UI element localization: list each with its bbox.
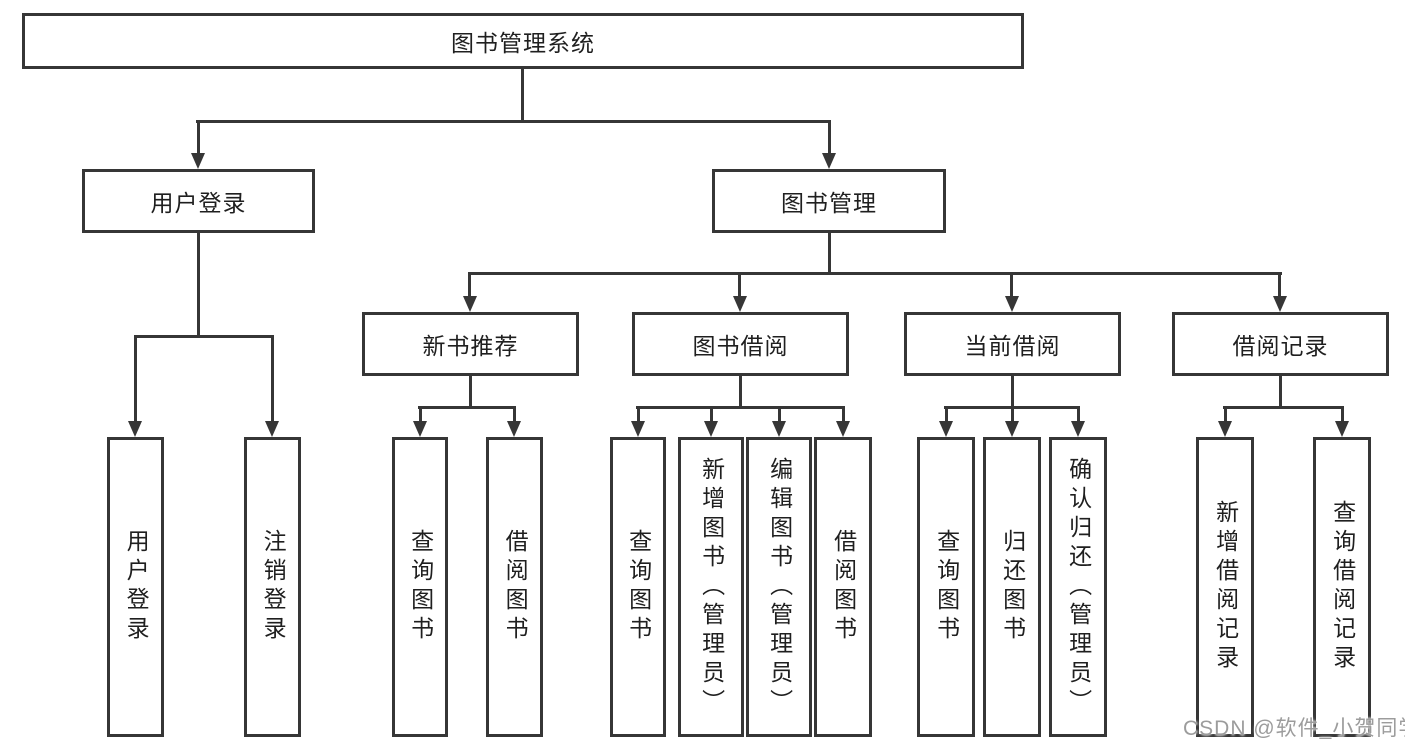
connector-root-drop xyxy=(521,69,524,123)
node-logout-leaf-label: 注销登录 xyxy=(260,529,287,645)
node-root-label: 图书管理系统 xyxy=(451,30,595,56)
connector-book-mgmt-drop xyxy=(828,233,831,272)
node-nbr-borrow-books-label: 借阅图书 xyxy=(502,529,529,645)
node-bb-edit-books-label: 编辑图书（管理员） xyxy=(766,456,793,718)
node-br-add-record-label: 新增借阅记录 xyxy=(1212,500,1239,674)
arrow-down-icon xyxy=(836,421,850,437)
arrow-down-icon xyxy=(463,296,477,312)
arrow-down-icon xyxy=(733,296,747,312)
connector-g3-stem xyxy=(1011,406,1014,422)
arrow-down-icon xyxy=(1335,421,1349,437)
arrow-down-icon xyxy=(772,421,786,437)
node-bb-query-books: 查询图书 xyxy=(610,437,666,737)
connector-g3-drop xyxy=(1011,376,1014,406)
connector-book-mgmt-stem xyxy=(828,120,831,155)
connector-g2-bus xyxy=(636,406,845,409)
arrow-down-icon xyxy=(265,421,279,437)
node-user-login-group-label: 用户登录 xyxy=(150,190,247,216)
node-cb-query-books: 查询图书 xyxy=(917,437,975,737)
node-cb-confirm-return-label: 确认归还（管理员） xyxy=(1065,456,1092,718)
connector-g1-stem xyxy=(419,406,422,422)
node-cb-return-books: 归还图书 xyxy=(983,437,1041,737)
connector-g1-stem xyxy=(513,406,516,422)
arrow-down-icon xyxy=(939,421,953,437)
node-root: 图书管理系统 xyxy=(22,13,1024,69)
arrow-down-icon xyxy=(631,421,645,437)
node-bb-borrow-books: 借阅图书 xyxy=(814,437,872,737)
node-book-borrow-label: 图书借阅 xyxy=(692,333,789,359)
arrow-down-icon xyxy=(1273,296,1287,312)
arrow-down-icon xyxy=(1218,421,1232,437)
connector-borrow-records-stem xyxy=(1278,272,1281,298)
connector-user-login-drop xyxy=(197,233,200,335)
node-bb-add-books-label: 新增图书（管理员） xyxy=(698,456,725,718)
connector-g2-drop xyxy=(739,376,742,406)
connector-g2-stem xyxy=(842,406,845,422)
node-current-borrow: 当前借阅 xyxy=(904,312,1121,376)
node-cb-query-books-label: 查询图书 xyxy=(933,529,960,645)
connector-level2-bus xyxy=(468,272,1282,275)
node-user-login-group: 用户登录 xyxy=(82,169,315,233)
node-book-borrow: 图书借阅 xyxy=(632,312,849,376)
node-new-book-rec: 新书推荐 xyxy=(362,312,579,376)
node-current-borrow-label: 当前借阅 xyxy=(964,333,1061,359)
node-bb-borrow-books-label: 借阅图书 xyxy=(830,529,857,645)
node-book-mgmt: 图书管理 xyxy=(712,169,946,233)
connector-g2-stem xyxy=(778,406,781,422)
node-user-login-leaf: 用户登录 xyxy=(107,437,164,737)
node-borrow-records-label: 借阅记录 xyxy=(1232,333,1329,359)
arrow-down-icon xyxy=(704,421,718,437)
connector-user-login-stem xyxy=(197,120,200,155)
csdn-watermark: CSDN @软件_小贺同学 xyxy=(1183,717,1405,740)
connector-g4-drop xyxy=(1279,376,1282,406)
node-br-query-record: 查询借阅记录 xyxy=(1313,437,1371,737)
node-nbr-borrow-books: 借阅图书 xyxy=(486,437,543,737)
connector-g1-drop xyxy=(469,376,472,406)
node-br-add-record: 新增借阅记录 xyxy=(1196,437,1254,737)
node-new-book-rec-label: 新书推荐 xyxy=(422,333,519,359)
connector-g3-stem xyxy=(1077,406,1080,422)
node-borrow-records: 借阅记录 xyxy=(1172,312,1389,376)
node-book-mgmt-label: 图书管理 xyxy=(781,190,877,216)
arrow-down-icon xyxy=(1005,421,1019,437)
connector-g3-stem xyxy=(945,406,948,422)
connector-g4-stem xyxy=(1224,406,1227,422)
arrow-down-icon xyxy=(1071,421,1085,437)
connector-g4-bus xyxy=(1223,406,1344,409)
arrow-down-icon xyxy=(413,421,427,437)
arrow-down-icon xyxy=(191,153,205,169)
connector-new-book-rec-stem xyxy=(468,272,471,298)
connector-login-leaf-stem xyxy=(134,335,137,422)
node-nbr-query-books: 查询图书 xyxy=(392,437,448,737)
node-user-login-leaf-label: 用户登录 xyxy=(123,529,150,645)
connector-user-login-bus xyxy=(134,335,274,338)
node-logout-leaf: 注销登录 xyxy=(244,437,301,737)
connector-g2-stem xyxy=(710,406,713,422)
connector-logout-leaf-stem xyxy=(271,335,274,422)
connector-g2-stem xyxy=(637,406,640,422)
node-bb-add-books: 新增图书（管理员） xyxy=(678,437,744,737)
node-cb-confirm-return: 确认归还（管理员） xyxy=(1049,437,1107,737)
connector-g4-stem xyxy=(1341,406,1344,422)
node-br-query-record-label: 查询借阅记录 xyxy=(1329,500,1356,674)
node-cb-return-books-label: 归还图书 xyxy=(999,529,1026,645)
node-bb-query-books-label: 查询图书 xyxy=(625,529,652,645)
connector-level1-bus xyxy=(196,120,831,123)
connector-current-borrow-stem xyxy=(1010,272,1013,298)
connector-book-borrow-stem xyxy=(738,272,741,298)
arrow-down-icon xyxy=(128,421,142,437)
node-nbr-query-books-label: 查询图书 xyxy=(407,529,434,645)
arrow-down-icon xyxy=(1005,296,1019,312)
arrow-down-icon xyxy=(822,153,836,169)
arrow-down-icon xyxy=(507,421,521,437)
connector-g1-bus xyxy=(418,406,516,409)
node-bb-edit-books: 编辑图书（管理员） xyxy=(746,437,812,737)
